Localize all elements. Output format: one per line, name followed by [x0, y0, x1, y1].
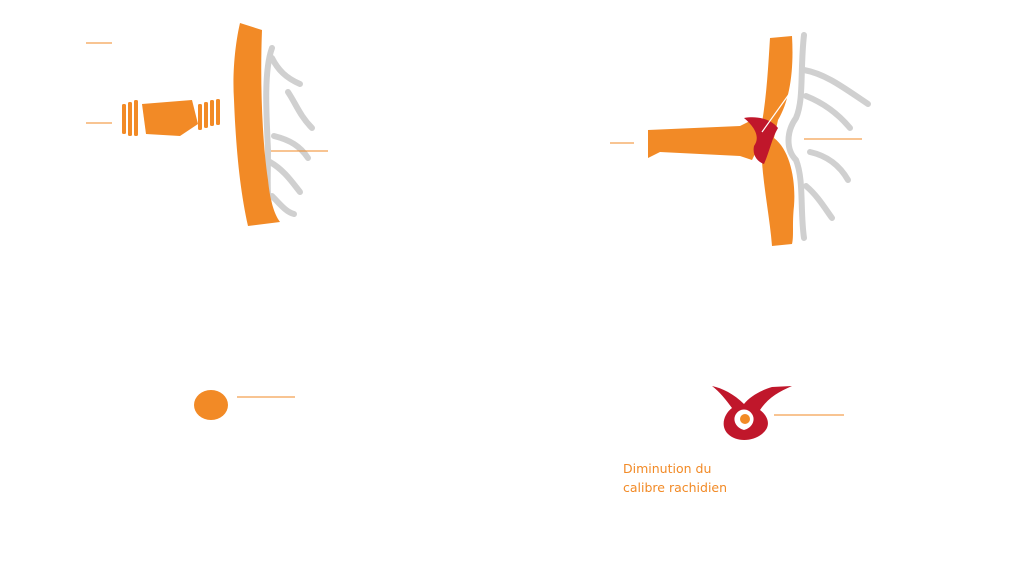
narrowed-canal-panel: [712, 386, 844, 440]
herniation: [744, 117, 778, 164]
healthy-spine-panel: [86, 23, 328, 226]
nerve-roots: [785, 32, 871, 241]
label-lines: [610, 138, 862, 144]
label-lines: [86, 42, 328, 152]
spinal-cord: [758, 36, 795, 246]
caption-line-2: calibre rachidien: [623, 480, 728, 495]
spinal-canal-section: [194, 390, 228, 420]
disc-segment: [648, 118, 762, 160]
vertebra-segment: [122, 99, 220, 136]
spinal-cord: [233, 23, 280, 226]
caption-narrowing: Diminution du calibre rachidien: [623, 459, 727, 497]
normal-canal-panel: [194, 390, 295, 420]
compressed-spine-panel: [610, 32, 871, 246]
nerve-roots: [263, 45, 315, 221]
vertebra-cross-section: [712, 386, 792, 440]
compressed-cord: [740, 414, 750, 424]
caption-line-1: Diminution du: [623, 461, 712, 476]
